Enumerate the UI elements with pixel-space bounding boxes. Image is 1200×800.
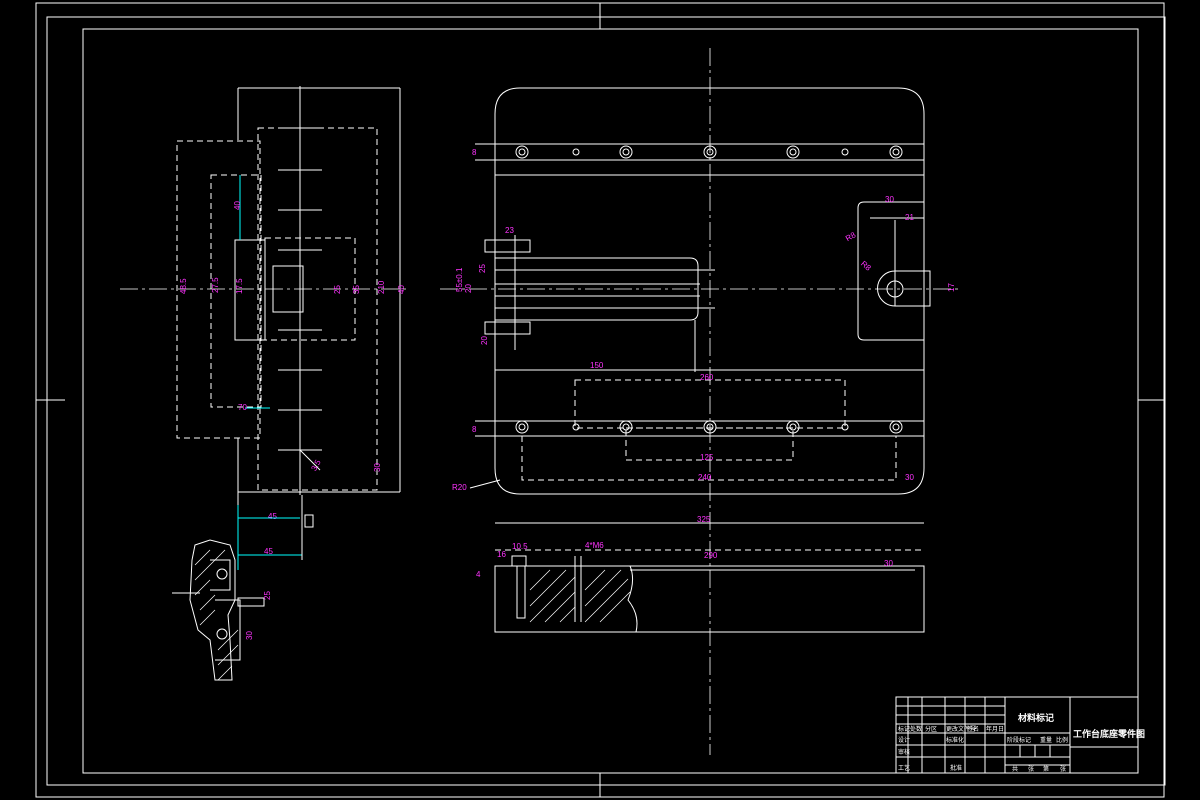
tb-c-0: 审核 [898,748,910,756]
top-dim-7: 240 [698,473,712,482]
sheet-frame [35,2,1166,798]
side-dim-12: 3.5 [309,458,323,473]
section-dim-5: 4*M6 [585,541,604,550]
tb-d-0: 共 [1012,765,1018,773]
top-dim-10: 21 [905,213,914,222]
side-dim-3: 27.5 [211,277,220,293]
tb-b-2: 阶段标记 [1007,736,1031,744]
side-dim-4: 17.5 [235,278,244,294]
title-block: 材料标记 工作台底座零件图 标记 处数 分区 更改文件号 签名 年月日 设计 标… [895,696,1145,774]
side-view: 40 48.5 27.5 17.5 25 210 35 40 70 45 30 … [120,86,410,521]
tb-a-2: 分区 [925,725,937,733]
material-label: 材料标记 [1017,712,1054,723]
detail-view: 45 25 30 [172,492,314,681]
top-dim-13: R8 [859,259,873,273]
tb-d-3: 张 [1060,765,1066,773]
top-dim-8: 30 [905,473,914,482]
section-dim-4: 4 [476,570,481,579]
detail-dim-1: 45 [264,547,273,556]
tb-a-1: 处数 [910,725,922,733]
section-dim-1: 325 [697,515,711,524]
top-dim-6: 125 [700,453,714,462]
tb-d-1: 张 [1028,765,1034,773]
section-dim-6: 290 [704,551,718,560]
top-dim-9: 30 [885,195,894,204]
tb-a-5: 年月日 [986,725,1004,733]
side-dim-2: 48.5 [179,278,188,294]
holes-top-row [515,145,903,159]
tb-d-2: 第 [1043,765,1049,773]
detail-dim-3: 30 [245,631,254,640]
side-dim-8: 40 [397,285,406,294]
top-view: 8 8 23 150 260 125 240 30 30 21 R8 17 R8… [440,48,960,755]
side-dim-9: 70 [238,403,247,412]
side-dim-6: 210 [377,280,386,294]
tb-a-4: 签名 [967,725,979,733]
side-dim-11: 30 [373,463,382,472]
section-dim-2: 16 [497,550,506,559]
side-dim-5: 25 [333,285,342,294]
side-dim-1: 40 [233,201,242,210]
side-dim-7: 35 [352,285,361,294]
side-dim-10: 45 [268,512,277,521]
top-dim-11: R8 [844,230,858,243]
section-hatching [529,569,631,623]
top-dim-16: 25 [478,264,487,273]
tb-b-0: 设计 [898,736,910,744]
section-view: 325 16 10.5 4 4*M6 290 30 [476,515,925,633]
tb-b-4: 比例 [1056,736,1068,744]
top-dim-12: 17 [947,283,956,292]
tb-c-2: 批准 [950,764,962,772]
top-dim-2: 8 [472,425,477,434]
section-dim-7: 30 [884,559,893,568]
tb-a-3: 更改文件号 [946,725,976,733]
top-dim-5: 260 [700,373,714,382]
top-dim-3: 23 [505,226,514,235]
top-dim-14: 55±0.1 [455,267,464,292]
drawing-title: 工作台底座零件图 [1073,728,1145,739]
tb-b-1: 标准化 [946,736,964,744]
tb-c-1: 工艺 [898,764,910,772]
section-dim-3: 10.5 [512,542,528,551]
holes-bottom-row [515,420,903,434]
top-dim-17: 20 [480,336,489,345]
tb-a-0: 标记 [898,725,910,733]
tb-b-3: 重量 [1040,736,1052,744]
top-dim-4: 150 [590,361,604,370]
top-dim-18: R20 [452,483,467,492]
detail-dim-2: 25 [263,591,272,600]
top-dim-1: 8 [472,148,477,157]
top-dim-15: 20 [464,284,473,293]
